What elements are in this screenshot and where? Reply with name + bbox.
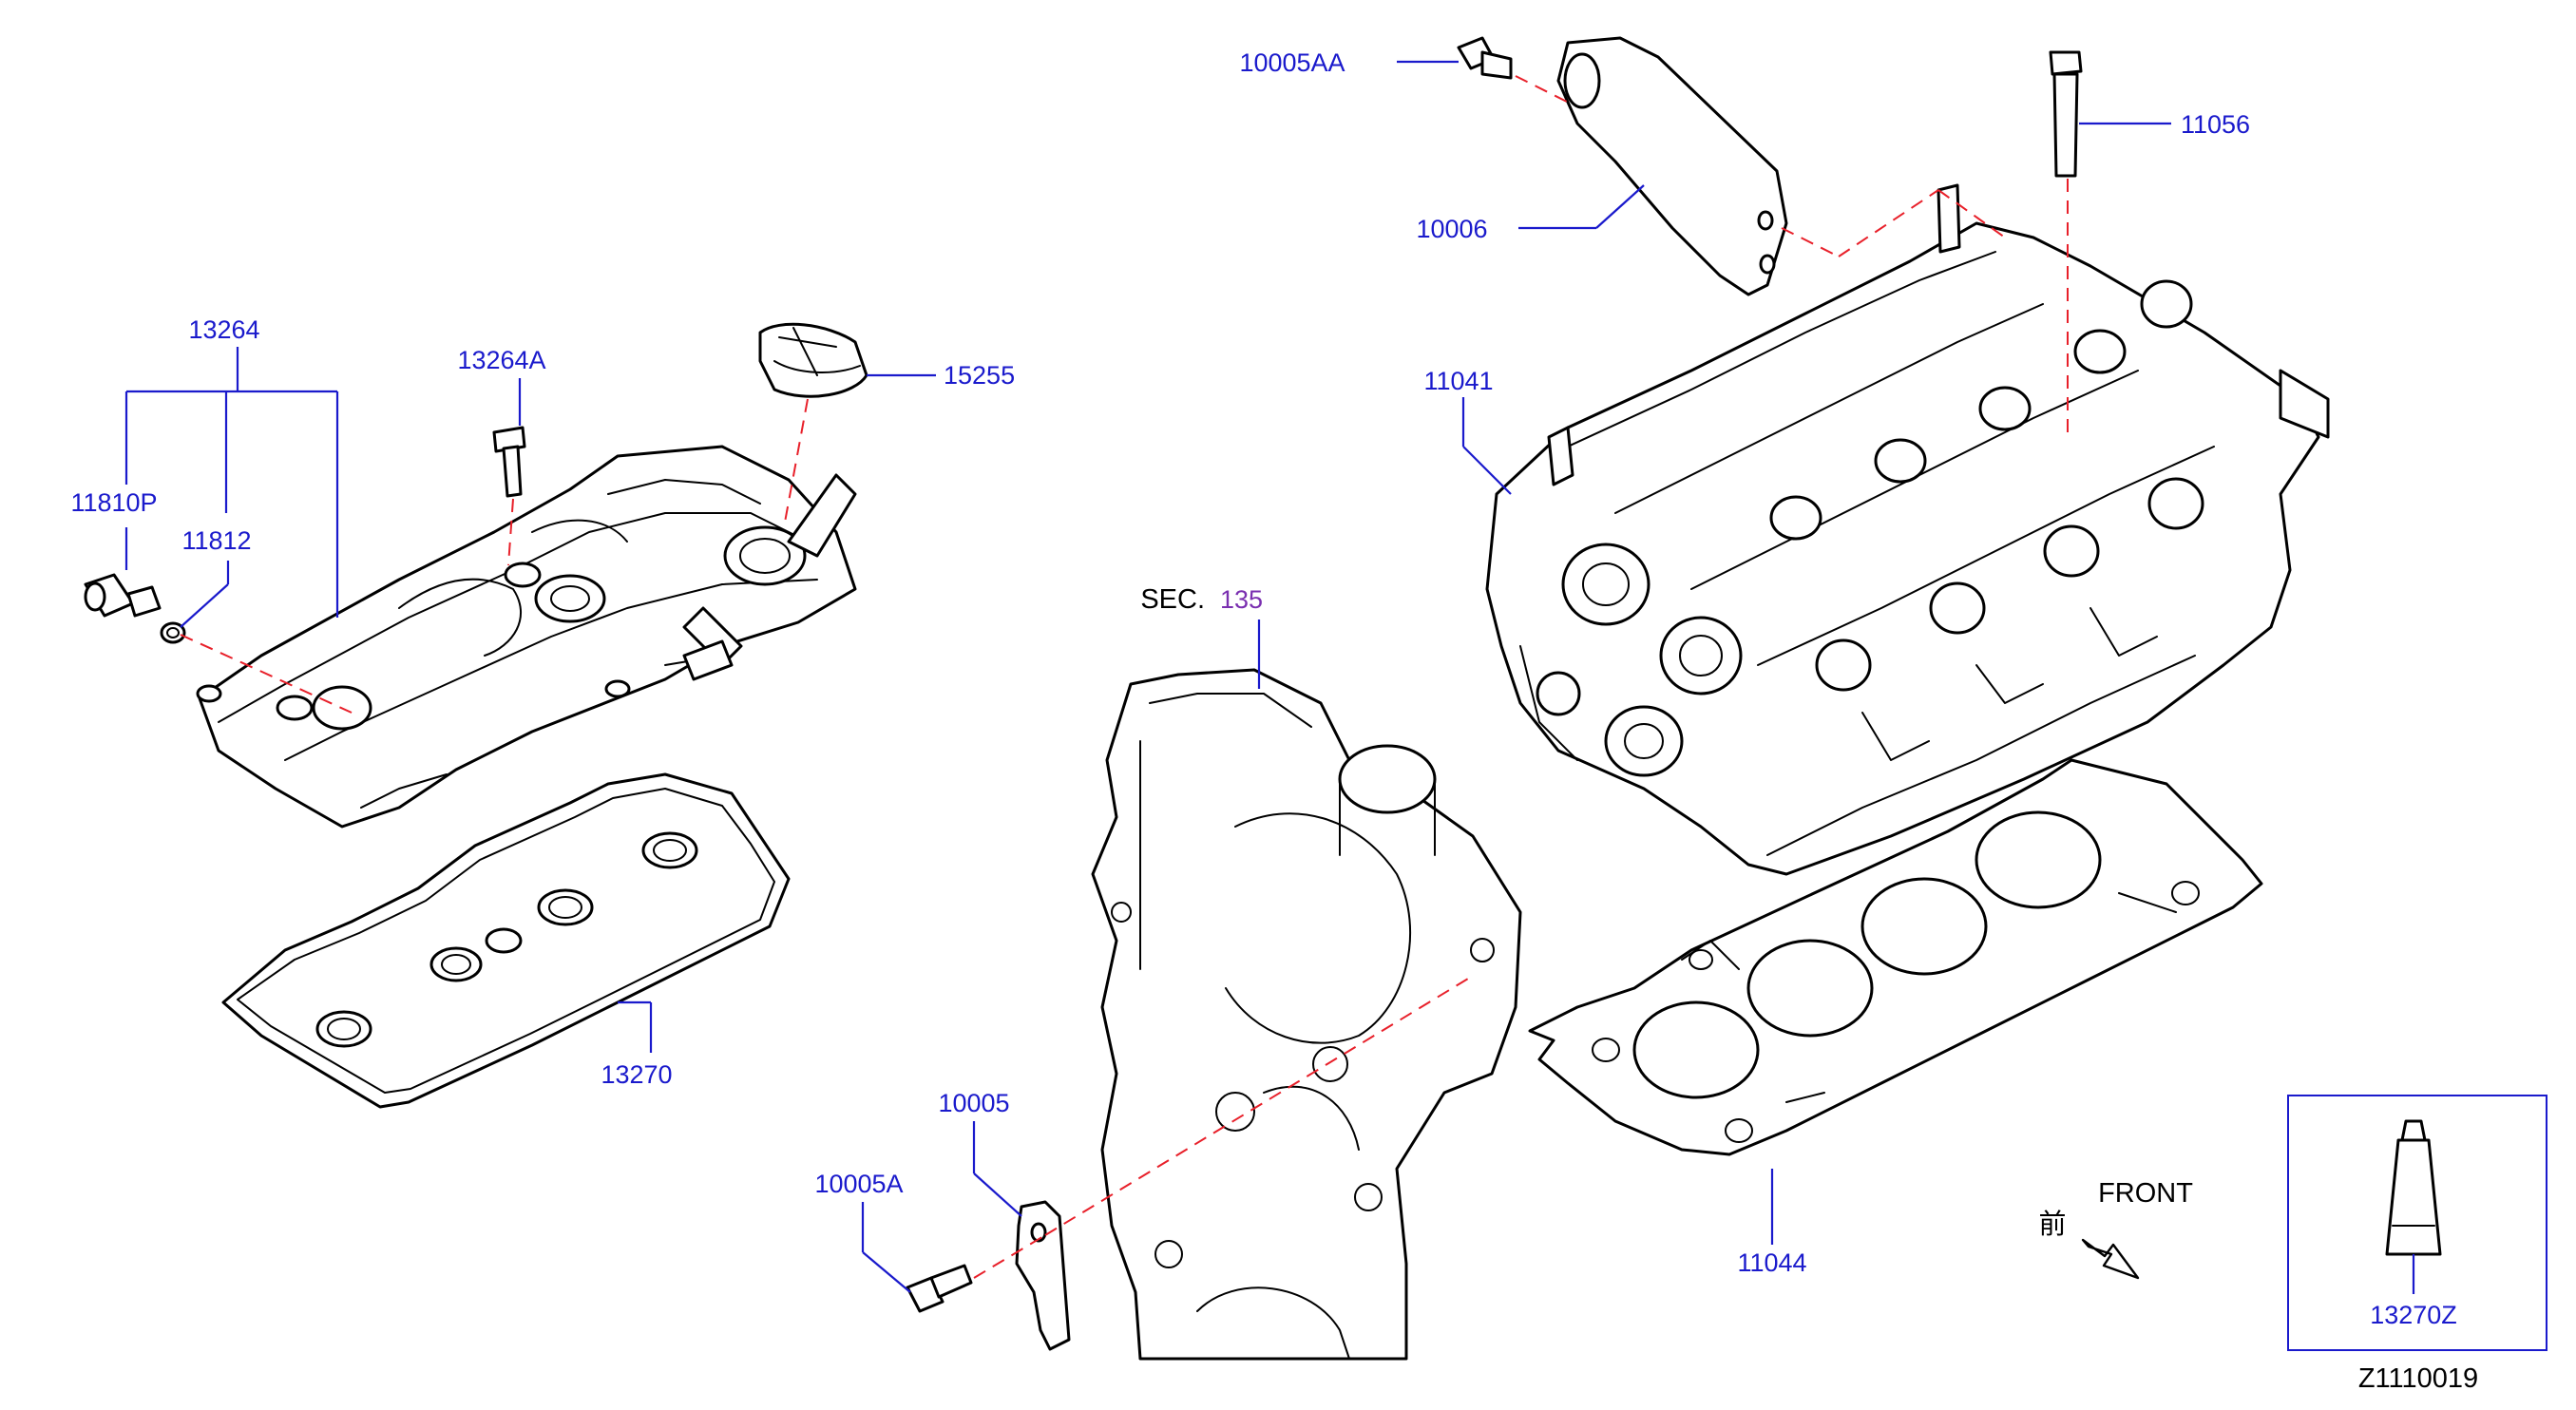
label-13264a: 13264A (457, 346, 545, 374)
label-10005a: 10005A (814, 1170, 903, 1198)
front-arrow-icon (2081, 1238, 2140, 1280)
label-11041: 11041 (1423, 367, 1493, 395)
front-bracket-bolt (906, 1264, 973, 1313)
label-10005aa: 10005AA (1239, 48, 1345, 77)
rocker-cover-gasket (221, 772, 791, 1109)
pcv-valve (84, 573, 162, 618)
front-bracket (1015, 1200, 1071, 1351)
label-10006: 10006 (1416, 215, 1487, 243)
front-cover-section (1091, 668, 1522, 1361)
sealant-tube (2385, 1119, 2442, 1256)
label-11056: 11056 (2181, 110, 2250, 139)
o-ring (160, 621, 186, 644)
label-11812: 11812 (181, 526, 251, 555)
head-bolt (2049, 50, 2083, 178)
inset-box (2287, 1095, 2547, 1351)
label-10005: 10005 (938, 1089, 1009, 1117)
front-kanji: 前 (2038, 1209, 2066, 1240)
label-13264: 13264 (188, 315, 259, 344)
head-gasket (1528, 758, 2263, 1156)
label-11810p: 11810P (70, 488, 157, 517)
rocker-cover (196, 445, 857, 829)
bracket-bolt (1457, 36, 1513, 80)
oil-filler-cap (758, 322, 868, 398)
front-label: FRONT (2098, 1178, 2193, 1209)
label-15255: 15255 (944, 361, 1015, 390)
cylinder-head (1485, 183, 2330, 876)
section-number: 135 (1220, 585, 1263, 614)
label-13270: 13270 (601, 1060, 672, 1089)
engine-bracket (1556, 36, 1788, 296)
alignment-lines (180, 75, 2069, 1279)
label-13270z: 13270Z (2370, 1301, 2457, 1329)
leader-lines (124, 60, 2171, 1293)
diagram-id: Z1110019 (2358, 1363, 2478, 1394)
cover-bolt (492, 426, 526, 498)
label-11044: 11044 (1737, 1248, 1806, 1277)
section-prefix: SEC. (1140, 584, 1205, 615)
